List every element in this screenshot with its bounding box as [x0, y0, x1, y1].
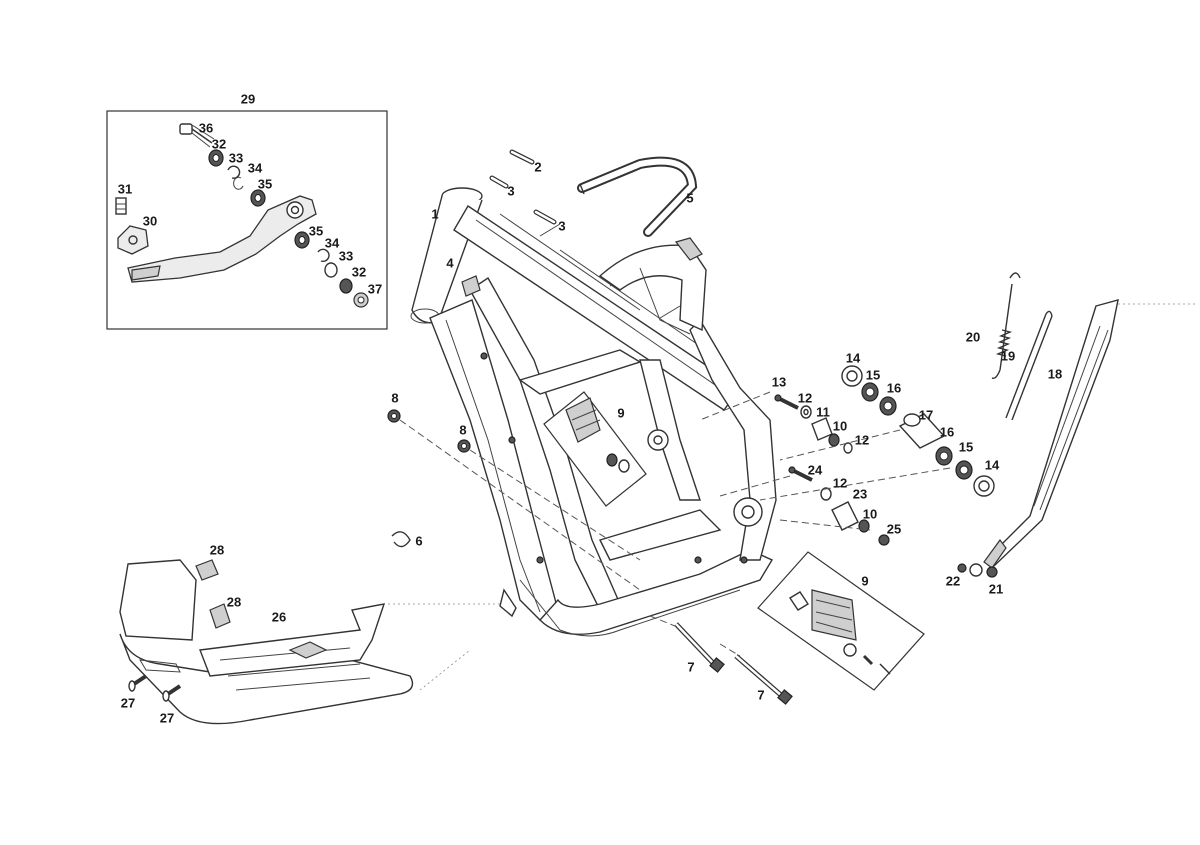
callout-2: 2: [534, 159, 542, 175]
callout-6: 6: [415, 533, 423, 549]
callout-32-top: 32: [211, 136, 227, 152]
callout-28-top: 28: [209, 542, 225, 558]
callout-18: 18: [1047, 366, 1063, 382]
callout-3-top: 3: [507, 183, 515, 199]
callout-17: 17: [918, 407, 934, 423]
callout-12-top: 12: [797, 390, 813, 406]
frame-top-pins: [489, 149, 557, 225]
callout-27-left: 27: [120, 695, 136, 711]
callout-5: 5: [686, 190, 694, 206]
callout-3-bottom: 3: [558, 218, 566, 234]
callout-22: 22: [945, 573, 961, 589]
callout-9-lower: 9: [861, 573, 869, 589]
callout-27-right: 27: [159, 710, 175, 726]
callout-10-bottom: 10: [862, 506, 878, 522]
callout-4: 4: [446, 255, 454, 271]
shift-lever-assembly: [115, 123, 369, 308]
callout-24: 24: [807, 462, 823, 478]
callout-16-bottom: 16: [939, 424, 955, 440]
callout-35-bottom: 35: [308, 223, 324, 239]
callout-35-top: 35: [257, 176, 273, 192]
callout-11: 11: [816, 404, 830, 420]
footrest-left-box: [543, 391, 647, 507]
side-stand-assembly: [957, 272, 1119, 578]
callout-14-bottom: 14: [984, 457, 1000, 473]
callout-28-bottom: 28: [226, 594, 242, 610]
callout-7-right: 7: [757, 687, 765, 703]
callout-36: 36: [198, 120, 214, 136]
callout-1: 1: [431, 206, 439, 222]
callout-15-top: 15: [865, 367, 881, 383]
rear-grab-tube: [577, 156, 698, 237]
callout-33-top: 33: [228, 150, 244, 166]
main-frame: [410, 187, 777, 637]
callout-9-upper: 9: [617, 405, 625, 421]
callout-10-top: 10: [832, 418, 848, 434]
inset-shift-lever-box: [106, 110, 388, 330]
callout-19: 19: [1000, 348, 1016, 364]
assembly-lines: [388, 303, 1195, 691]
callout-32-bottom: 32: [351, 264, 367, 280]
callout-7-left: 7: [687, 659, 695, 675]
callout-37: 37: [367, 281, 383, 297]
callout-13: 13: [771, 374, 787, 390]
callout-8-left: 8: [391, 390, 399, 406]
callout-12-mid: 12: [854, 432, 870, 448]
callout-16-top: 16: [886, 380, 902, 396]
callout-12-bottom: 12: [832, 475, 848, 491]
callout-29: 29: [240, 91, 256, 107]
callout-20: 20: [965, 329, 981, 345]
callout-14-top: 14: [845, 350, 861, 366]
footrest-right-box: [757, 551, 925, 691]
callout-34-bottom: 34: [324, 235, 340, 251]
callout-25: 25: [886, 521, 902, 537]
callout-26: 26: [271, 609, 287, 625]
callout-33-bottom: 33: [338, 248, 354, 264]
callout-23: 23: [852, 486, 868, 502]
callout-34-top: 34: [247, 160, 263, 176]
callout-30: 30: [142, 213, 158, 229]
callout-31: 31: [117, 181, 133, 197]
callout-21: 21: [988, 581, 1004, 597]
small-hardware: [387, 409, 793, 705]
callout-15-bottom: 15: [958, 439, 974, 455]
callout-8-right: 8: [459, 422, 467, 438]
skid-plate: [119, 559, 414, 725]
